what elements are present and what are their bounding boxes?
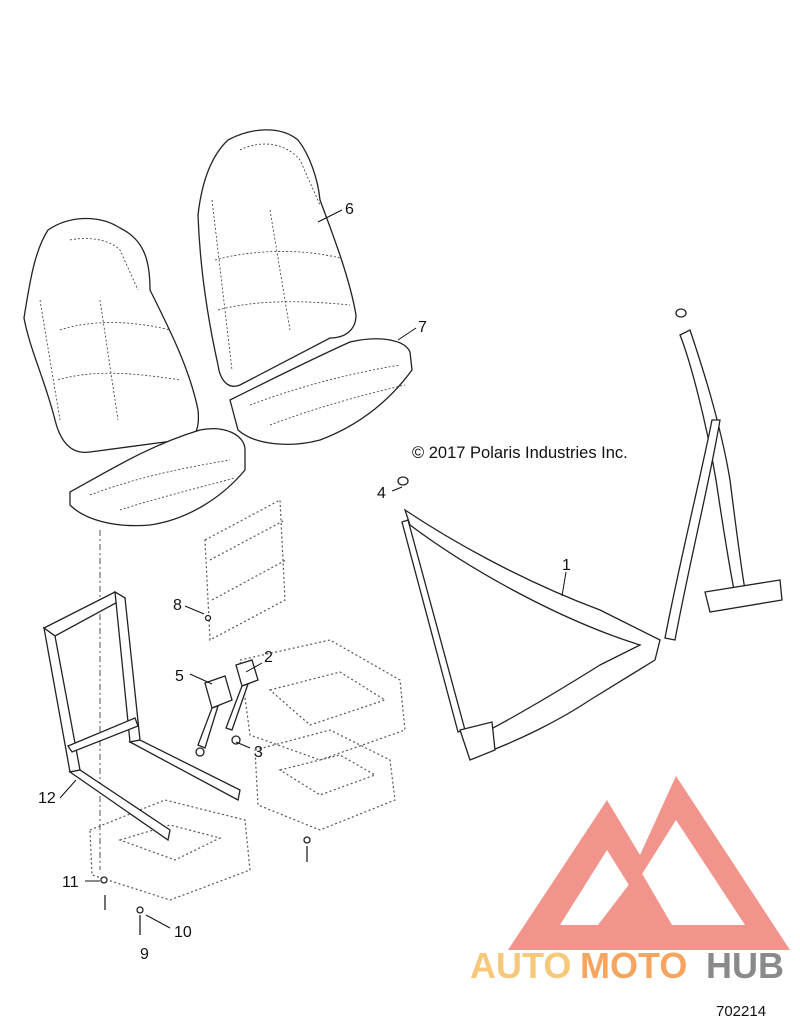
callout-1: 1 (562, 557, 571, 574)
callout-6: 6 (345, 201, 354, 218)
seat-frame-12 (42, 590, 241, 842)
callout-12: 12 (38, 790, 56, 807)
callout-10: 10 (174, 924, 192, 941)
watermark-wordmark: AUTO MOTO HUB (470, 945, 784, 986)
fasteners (100, 614, 311, 935)
callout-11: 11 (62, 874, 79, 891)
left-seat (23, 217, 246, 527)
right-seat (197, 129, 413, 445)
watermark-auto: AUTO (470, 945, 571, 986)
callout-labels: 1 2 3 4 5 6 7 8 9 10 11 12 (38, 201, 571, 963)
watermark-moto: MOTO (580, 945, 687, 986)
watermark-hub: HUB (706, 945, 784, 986)
callout-3: 3 (254, 744, 263, 761)
watermark-logo (508, 776, 790, 950)
seat-belt-assembly-1 (397, 308, 783, 761)
callout-5: 5 (175, 668, 184, 685)
leader-lines (59, 209, 567, 929)
drawing-number: 702214 (716, 1003, 766, 1020)
copyright-notice: © 2017 Polaris Industries Inc. (412, 444, 628, 462)
callout-7: 7 (418, 319, 427, 336)
callout-9: 9 (140, 946, 149, 963)
seat-belt-buckles (195, 659, 259, 757)
floor-frame-reference (89, 499, 406, 901)
callout-4: 4 (377, 485, 386, 502)
callout-2: 2 (264, 649, 273, 666)
callout-8: 8 (173, 597, 182, 614)
